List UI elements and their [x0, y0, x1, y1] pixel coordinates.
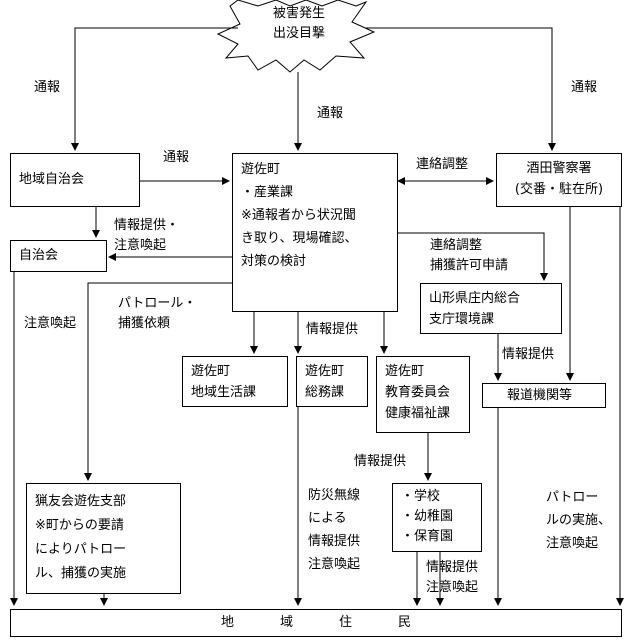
- label-bosai: 防災無線 による 情報提供 注意喚起: [308, 484, 360, 576]
- label-line: ルの実施、: [546, 513, 612, 528]
- box-text: によりパトロー: [35, 542, 127, 557]
- label-tsuho-left: 通報: [34, 80, 61, 95]
- label-tsuho-center: 通報: [317, 106, 344, 121]
- box-text: (交番・駐在所): [514, 182, 604, 197]
- label-line: による: [308, 511, 347, 526]
- box-text: ※通報者から状況聞: [241, 208, 356, 223]
- box-text: 総務課: [305, 385, 345, 400]
- label-joho-teikyo-right: 情報提供: [502, 347, 555, 362]
- box-text: 酒田警察署: [526, 161, 592, 176]
- box-text: 遊佐町: [241, 162, 281, 177]
- box-residents: 地域住民: [10, 609, 622, 637]
- box-text: ・保育園: [401, 529, 454, 544]
- box-text: 山形県庄内総合: [429, 291, 521, 306]
- box-chiiki-seikatsu: 遊佐町 地域生活課: [182, 356, 288, 407]
- label-line: 情報提供: [308, 534, 361, 549]
- label-line: 注意喚起: [426, 580, 479, 595]
- box-text: き取り、現場確認、: [241, 231, 358, 246]
- label-line: 注意喚起: [114, 238, 167, 253]
- box-sakata-police: 酒田警察署 (交番・駐在所): [496, 153, 622, 207]
- label-tsuho-right: 通報: [571, 80, 598, 95]
- label-joho-teikyo-center: 情報提供: [306, 322, 359, 337]
- label-line: パトロー: [546, 490, 599, 505]
- arrow-yuza-to-ryoyukai: [84, 282, 232, 481]
- burst-line: 被害発生: [272, 6, 325, 21]
- label-line: 情報提供: [426, 560, 479, 575]
- box-text: ル、捕獲の実施: [35, 566, 127, 581]
- box-text: ・幼稚園: [401, 509, 454, 524]
- arrow-yuza-to-yamagata: [398, 232, 548, 281]
- label-line: 連絡調整: [430, 238, 483, 253]
- arrow-burst-to-chiiki: [71, 27, 238, 151]
- label-line: 防災無線: [308, 488, 361, 503]
- label-line: 捕獲許可申請: [430, 258, 509, 273]
- box-text: 遊佐町: [191, 364, 231, 379]
- box-kyoiku: 遊佐町 教育委員会 健康福祉課: [376, 356, 470, 433]
- box-text: 地域自治会: [19, 172, 85, 187]
- box-text: ・産業課: [241, 185, 294, 200]
- box-text: 地域生活課: [191, 385, 257, 400]
- label-joho-teikyo-kyoiku: 情報提供: [354, 454, 407, 469]
- label-joho-chui-schools: 情報提供 注意喚起: [426, 558, 478, 598]
- label-line: 注意喚起: [308, 557, 361, 572]
- box-text: 支庁環境課: [429, 312, 495, 327]
- box-jichikai: 自治会: [10, 240, 107, 272]
- burst-shape: [216, 0, 376, 73]
- label-chui-kanki-left: 注意喚起: [24, 316, 77, 331]
- box-text: 自治会: [19, 248, 59, 263]
- label-patrol-jisshi: パトロー ルの実施、 注意喚起: [546, 486, 611, 555]
- label-renraku-chosei: 連絡調整: [416, 157, 469, 172]
- label-joho-chui: 情報提供・ 注意喚起: [114, 216, 179, 256]
- box-hodo: 報道機関等: [482, 383, 606, 408]
- box-text: ・学校: [401, 489, 441, 504]
- box-text: 報道機関等: [507, 388, 573, 403]
- label-renraku-hokaku: 連絡調整 捕獲許可申請: [430, 236, 508, 276]
- box-ryoyukai: 猟友会遊佐支部 ※町からの要請 によりパトロー ル、捕獲の実施: [26, 483, 181, 594]
- box-yuza-sangyo: 遊佐町 ・産業課 ※通報者から状況聞 き取り、現場確認、 対策の検討: [232, 153, 398, 312]
- label-patrol-irai: パトロール・ 捕獲依頼: [118, 294, 196, 334]
- burst-label: 被害発生 出没目撃: [262, 4, 336, 44]
- box-text: 対策の検討: [241, 254, 307, 269]
- box-text: 健康福祉課: [385, 406, 451, 421]
- label-tsuho-mid: 通報: [163, 150, 190, 165]
- label-line: 注意喚起: [546, 536, 599, 551]
- box-text: ※町からの要請: [35, 518, 124, 533]
- box-somu: 遊佐町 総務課: [296, 356, 368, 407]
- label-line: パトロール・: [118, 296, 197, 311]
- box-schools: ・学校 ・幼稚園 ・保育園: [392, 483, 482, 552]
- arrow-burst-to-police: [366, 27, 556, 151]
- burst-line: 出没目撃: [272, 26, 325, 41]
- box-text: 猟友会遊佐支部: [35, 494, 127, 509]
- box-yamagata: 山形県庄内総合 支庁環境課: [420, 283, 562, 334]
- box-text: 遊佐町: [305, 364, 345, 379]
- label-line: 情報提供・: [114, 218, 180, 233]
- box-text: 教育委員会: [385, 385, 451, 400]
- box-chiiki-jichikai: 地域自治会: [10, 153, 140, 207]
- box-text: 遊佐町: [385, 364, 425, 379]
- label-line: 捕獲依頼: [118, 316, 171, 331]
